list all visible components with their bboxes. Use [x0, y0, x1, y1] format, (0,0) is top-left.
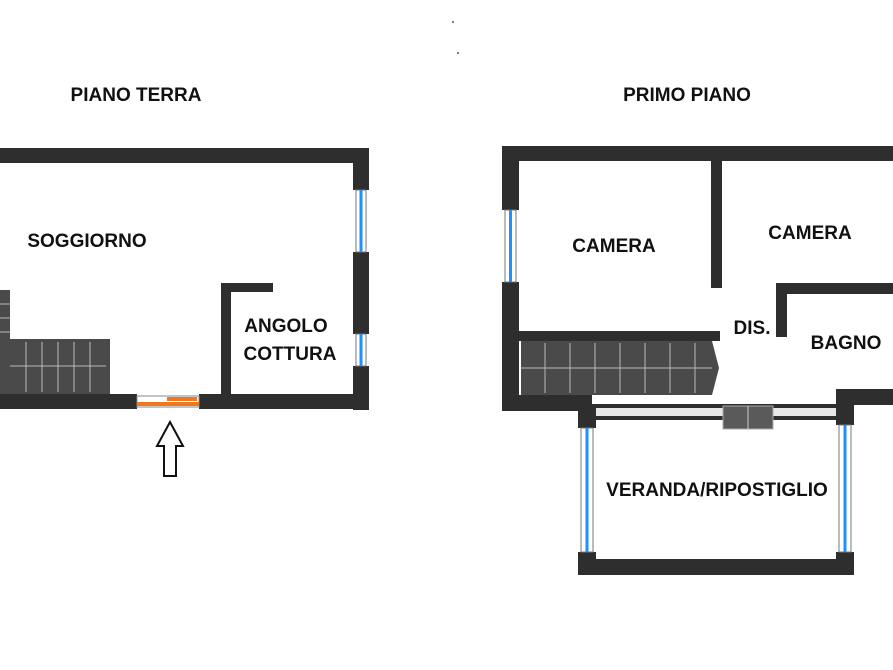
- bedroom-divider: [711, 146, 722, 288]
- room-label-living: SOGGIORNO: [27, 231, 146, 252]
- kitchen-partition-horizontal: [221, 283, 273, 292]
- bathroom-wall-left: [776, 283, 787, 337]
- window-glass: [359, 190, 363, 252]
- veranda-top-wall-inner: [594, 408, 844, 416]
- window-glass: [585, 428, 589, 552]
- wall-top: [502, 146, 893, 161]
- veranda-wall-bottom: [578, 559, 854, 575]
- room-label-bedroom-left: CAMERA: [572, 236, 656, 257]
- wall-bottom-right: [199, 394, 369, 409]
- wall-left-upper: [502, 146, 519, 210]
- wall-right-upper: [353, 148, 369, 190]
- veranda-wall-right-bottom: [836, 552, 854, 575]
- speck: [457, 52, 459, 54]
- window-glass: [359, 334, 363, 366]
- entrance-door-leaf: [167, 397, 197, 401]
- floor-title-first: PRIMO PIANO: [623, 85, 751, 106]
- veranda-wall-left-top: [578, 404, 596, 428]
- wall-bottom-left: [0, 394, 137, 409]
- wall-right-mid: [353, 252, 369, 334]
- ground-floor: PIANO TERRA SOGGIORNO ANGOLO COTTURA: [0, 85, 369, 477]
- window-glass: [843, 425, 847, 552]
- entrance-arrow-icon: [155, 419, 185, 477]
- first-floor: PRIMO PIANO CAMERA CAMERA DIS. BAGNO VER…: [502, 85, 893, 575]
- stairs-ground: [0, 290, 110, 394]
- entrance-door-frame: [136, 395, 200, 408]
- room-label-kitchen-line2: COTTURA: [244, 344, 337, 365]
- wall-top: [0, 148, 369, 163]
- wall-left-lower: [502, 282, 519, 411]
- room-label-landing: DIS.: [734, 318, 771, 339]
- veranda-wall-right-top: [836, 389, 854, 425]
- wall-bottom-left: [502, 395, 592, 411]
- room-label-bedroom-right: CAMERA: [768, 223, 852, 244]
- stairs-first: [521, 341, 719, 395]
- stair-wall: [519, 331, 720, 341]
- kitchen-partition-vertical: [221, 283, 231, 399]
- room-label-bathroom: BAGNO: [811, 333, 882, 354]
- room-label-veranda: VERANDA/RIPOSTIGLIO: [606, 480, 828, 501]
- floor-title-ground: PIANO TERRA: [71, 85, 202, 106]
- room-label-kitchen-line1: ANGOLO: [244, 316, 327, 337]
- bathroom-wall-top: [776, 283, 893, 294]
- window-glass: [509, 210, 512, 282]
- entrance-door: [137, 402, 199, 406]
- speck: [452, 21, 454, 23]
